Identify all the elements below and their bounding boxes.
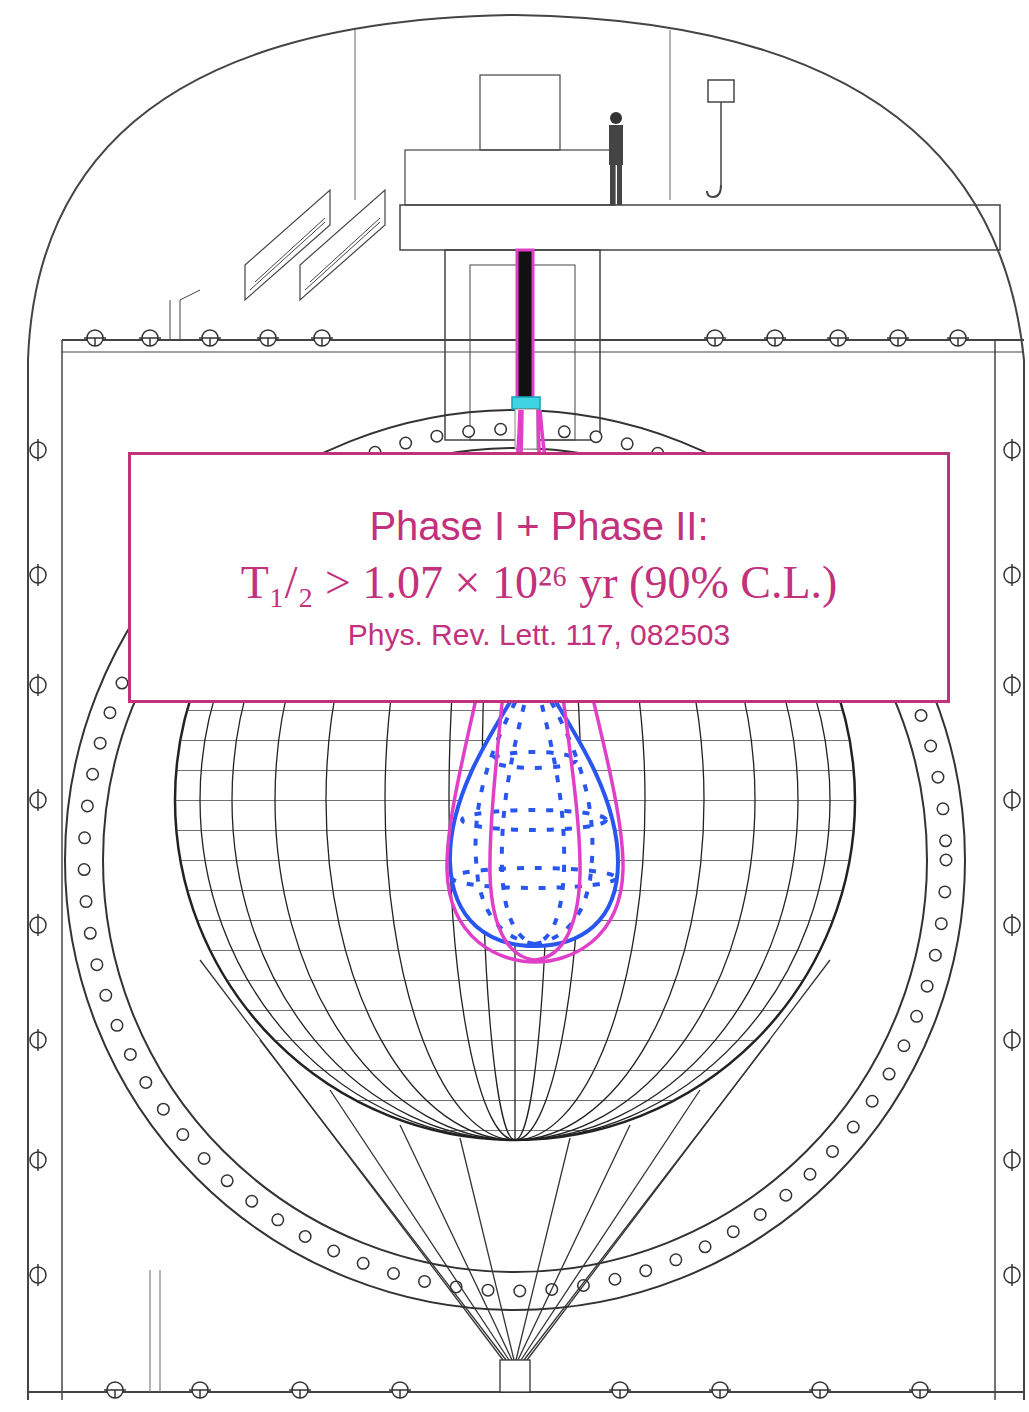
outer-tank [65,410,965,1310]
reference-citation: Phys. Rev. Lett. 117, 082503 [131,614,947,656]
pipe [170,290,200,340]
structure-line [160,1270,161,1392]
floor-line [62,351,1024,352]
stairs [250,218,380,290]
structure-line [670,30,671,200]
structure-line [150,1270,151,1392]
stairs [245,190,385,300]
crane-hook [707,80,734,197]
floor-bolts [84,330,969,1398]
platform [400,205,1000,250]
person-figure [609,112,623,205]
hut [405,150,615,205]
inner-chimney [512,250,540,449]
wall-line [61,340,63,1400]
wall-line [994,340,996,1400]
cavern-outline [28,15,1024,1400]
phase-heading: Phase I + Phase II: [131,500,947,552]
hut [480,75,560,150]
result-box: Phase I + Phase II:T₁/₂ > 1.07 × 10²⁶ yr… [128,452,950,703]
structure-line [355,30,356,200]
text-stack: Phase I + Phase II:T₁/₂ > 1.07 × 10²⁶ yr… [131,455,947,656]
half-life-limit: T₁/₂ > 1.07 × 10²⁶ yr (90% C.L.) [131,552,947,614]
